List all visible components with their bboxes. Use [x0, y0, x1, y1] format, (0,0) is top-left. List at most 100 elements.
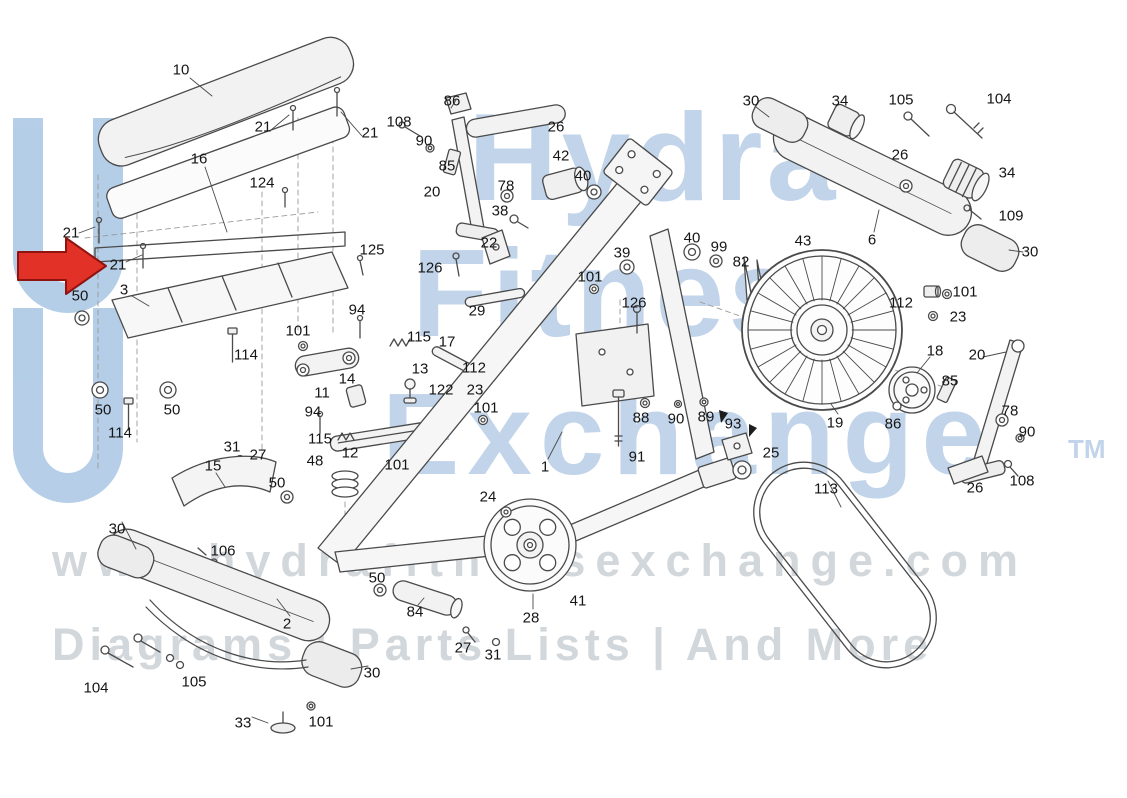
part-label-88: 88 [632, 409, 650, 427]
part-label-28: 28 [522, 609, 540, 627]
part-label-24: 24 [479, 488, 497, 506]
part-label-29: 29 [468, 302, 486, 320]
part-label-101: 101 [577, 268, 603, 286]
part-label-30: 30 [1021, 243, 1039, 261]
part-label-3: 3 [119, 281, 129, 299]
part-label-99: 99 [710, 238, 728, 256]
part-label-104: 104 [83, 679, 109, 697]
part-label-101: 101 [473, 399, 499, 417]
part-label-90: 90 [1018, 423, 1036, 441]
seat-carriage [294, 314, 489, 458]
part-label-113: 113 [814, 480, 838, 498]
watermark-tagline: Diagrams | Parts Lists | And More [52, 619, 934, 670]
rear-stabilizer [751, 97, 1020, 322]
part-label-26: 26 [966, 479, 984, 497]
rear-support-arm [936, 339, 1025, 485]
part-label-22: 22 [480, 234, 498, 252]
part-label-105: 105 [181, 673, 207, 691]
part-label-38: 38 [491, 202, 509, 220]
part-label-40: 40 [574, 167, 592, 185]
part-label-85: 85 [438, 157, 456, 175]
part-label-50: 50 [163, 401, 181, 419]
part-label-1: 1 [540, 458, 550, 476]
part-label-89: 89 [697, 408, 715, 426]
part-label-94: 94 [304, 403, 322, 421]
part-label-105: 105 [888, 91, 914, 109]
part-label-18: 18 [926, 342, 944, 360]
part-label-91: 91 [628, 448, 646, 466]
part-label-26: 26 [891, 146, 909, 164]
part-label-41: 41 [569, 592, 587, 610]
part-label-50: 50 [368, 569, 386, 587]
fan-wheel [741, 249, 903, 411]
part-label-21: 21 [361, 124, 379, 142]
washers-left [74, 310, 177, 399]
part-label-114: 114 [234, 346, 258, 364]
pulley-18 [888, 366, 936, 414]
part-label-21: 21 [109, 256, 127, 274]
part-label-40: 40 [683, 229, 701, 247]
part-label-50: 50 [268, 474, 286, 492]
part-label-15: 15 [204, 457, 222, 475]
tower-hardware [612, 389, 757, 480]
part-label-31: 31 [223, 438, 241, 456]
part-label-42: 42 [552, 147, 570, 165]
part-label-50: 50 [71, 287, 89, 305]
part-label-104: 104 [986, 90, 1012, 108]
part-label-23: 23 [466, 381, 484, 399]
part-label-14: 14 [338, 370, 356, 388]
part-label-30: 30 [108, 520, 126, 538]
part-label-109: 109 [998, 207, 1024, 225]
part-label-39: 39 [613, 244, 631, 262]
part-label-43: 43 [794, 232, 812, 250]
part-label-101: 101 [308, 713, 334, 731]
part-label-23: 23 [949, 308, 967, 326]
part-label-78: 78 [497, 177, 515, 195]
part-label-19: 19 [826, 414, 844, 432]
part-label-25: 25 [762, 444, 780, 462]
front-stabilizer [97, 528, 363, 734]
cover-15 [171, 455, 277, 507]
part-label-85: 85 [941, 372, 959, 390]
part-label-50: 50 [94, 401, 112, 419]
part-label-126: 126 [621, 294, 647, 312]
part-label-6: 6 [867, 231, 877, 249]
part-label-82: 82 [732, 253, 750, 271]
part-label-93: 93 [724, 415, 742, 433]
part-label-114: 114 [108, 424, 132, 442]
part-label-124: 124 [249, 174, 275, 192]
part-label-115: 115 [407, 328, 431, 346]
part-label-108: 108 [1009, 472, 1035, 490]
part-label-10: 10 [172, 61, 190, 79]
watermark-tm: TM [1068, 434, 1106, 464]
part-label-20: 20 [968, 346, 986, 364]
part-label-17: 17 [438, 333, 456, 351]
part-label-94: 94 [348, 301, 366, 319]
part-label-20: 20 [423, 183, 441, 201]
part-label-34: 34 [831, 92, 849, 110]
part-label-48: 48 [306, 452, 324, 470]
part-label-13: 13 [411, 360, 429, 378]
part-label-84: 84 [406, 603, 424, 621]
part-label-101: 101 [384, 456, 410, 474]
seat-assembly [97, 36, 355, 219]
part-label-27: 27 [454, 639, 472, 657]
part-label-31: 31 [484, 646, 502, 664]
part-label-90: 90 [667, 410, 685, 428]
handlebar-linkage [398, 92, 801, 334]
part-label-16: 16 [190, 150, 208, 168]
part-label-12: 12 [341, 444, 359, 462]
drive-belt [753, 461, 937, 669]
part-label-30: 30 [742, 92, 760, 110]
part-label-108: 108 [386, 113, 412, 131]
part-label-86: 86 [884, 415, 902, 433]
part-label-122: 122 [428, 381, 454, 399]
part-label-112: 112 [889, 294, 913, 312]
bolts-114 [123, 327, 238, 431]
part-label-115: 115 [308, 430, 332, 448]
part-label-21: 21 [62, 224, 80, 242]
part-label-11: 11 [314, 384, 330, 402]
